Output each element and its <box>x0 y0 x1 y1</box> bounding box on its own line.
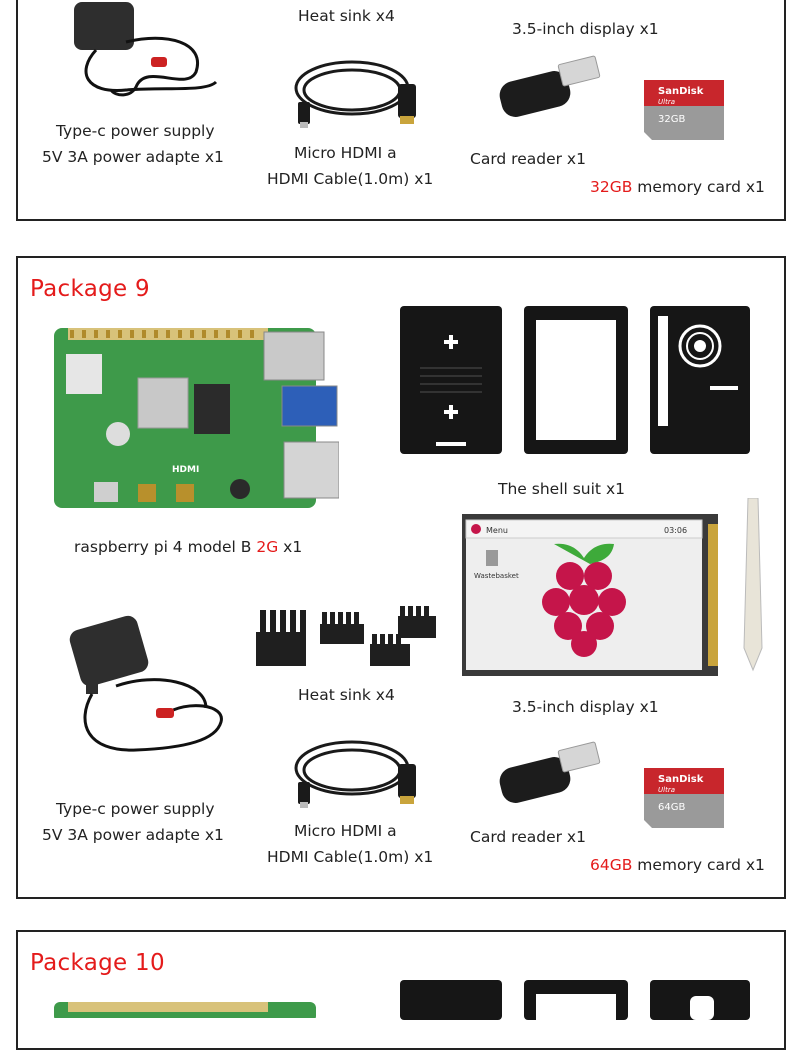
shell-suit-caption: The shell suit x1 <box>498 480 625 498</box>
screen-menu-label: Menu <box>486 526 508 535</box>
heat-sink-image <box>256 602 440 674</box>
card-reader-caption: Card reader x1 <box>470 828 586 846</box>
raspberry-pi-board-image: HDMI <box>54 324 339 514</box>
sd-card-size-label: 32GB <box>658 114 685 125</box>
heat-sink-caption: Heat sink x4 <box>298 686 395 704</box>
package-panel-9: Package 9 HDMI <box>16 256 786 899</box>
hdmi-cable-image <box>290 734 425 814</box>
screen-wastebasket-label: Wastebasket <box>474 572 519 580</box>
power-caption-line2: 5V 3A power adapte x1 <box>42 826 224 844</box>
package-title: Package 9 <box>30 276 150 302</box>
card-reader-image <box>480 738 610 804</box>
hdmi-caption-line2: HDMI Cable(1.0m) x1 <box>267 848 434 866</box>
memory-card-caption: 32GB memory card x1 <box>590 174 765 200</box>
heat-sink-caption: Heat sink x4 <box>298 7 395 25</box>
svg-text:Ultra: Ultra <box>658 98 675 106</box>
shell-base-image <box>400 980 502 1020</box>
sd-card-image: SanDisk Ultra 64GB <box>640 766 728 830</box>
display-caption: 3.5-inch display x1 <box>512 698 659 716</box>
svg-text:SanDisk: SanDisk <box>658 774 704 785</box>
memory-card-caption: 64GB memory card x1 <box>590 852 765 878</box>
package-panel-previous: Heat sink x4 3.5-inch display x1 SanDisk… <box>16 0 786 221</box>
pi-model-suffix: x1 <box>278 538 303 556</box>
stylus-pen-image <box>740 498 766 672</box>
svg-text:Ultra: Ultra <box>658 786 675 794</box>
power-caption-line1: Type-c power supply <box>56 122 215 140</box>
memory-rest: memory card x1 <box>632 178 765 196</box>
display-caption: 3.5-inch display x1 <box>512 20 659 38</box>
card-reader-caption: Card reader x1 <box>470 150 586 168</box>
power-caption-line2: 5V 3A power adapte x1 <box>42 148 224 166</box>
shell-frame-image <box>524 980 628 1020</box>
shell-top-image <box>650 306 750 454</box>
memory-size: 32GB <box>590 178 633 196</box>
raspberry-logo-icon <box>542 543 626 657</box>
package-panel-10: Package 10 <box>16 930 786 1050</box>
pi-model-prefix: raspberry pi 4 model B <box>74 538 257 556</box>
raspberry-pi-caption: raspberry pi 4 model B 2G x1 <box>74 534 302 560</box>
sd-card-size-label: 64GB <box>658 802 685 813</box>
package-title: Package 10 <box>30 950 165 976</box>
hdmi-caption-line2: HDMI Cable(1.0m) x1 <box>267 170 434 188</box>
power-caption-line1: Type-c power supply <box>56 800 215 818</box>
lcd-display-image: Menu 03:06 Wastebasket <box>462 514 718 676</box>
svg-text:SanDisk: SanDisk <box>658 86 704 97</box>
screen-clock: 03:06 <box>664 526 687 535</box>
raspberry-pi-board-image <box>54 998 339 1018</box>
shell-frame-image <box>524 306 628 454</box>
power-adapter-image <box>56 2 226 102</box>
card-reader-image <box>480 52 610 118</box>
svg-text:HDMI: HDMI <box>172 465 199 475</box>
hdmi-cable-image <box>290 54 425 134</box>
shell-top-image <box>650 980 750 1020</box>
memory-rest: memory card x1 <box>632 856 765 874</box>
hdmi-caption-line1: Micro HDMI a <box>294 822 397 840</box>
shell-base-image <box>400 306 502 454</box>
hdmi-caption-line1: Micro HDMI a <box>294 144 397 162</box>
memory-size: 64GB <box>590 856 633 874</box>
sd-card-image: SanDisk Ultra 32GB <box>640 78 728 142</box>
power-adapter-image <box>56 612 236 772</box>
pi-ram-size: 2G <box>256 538 279 556</box>
